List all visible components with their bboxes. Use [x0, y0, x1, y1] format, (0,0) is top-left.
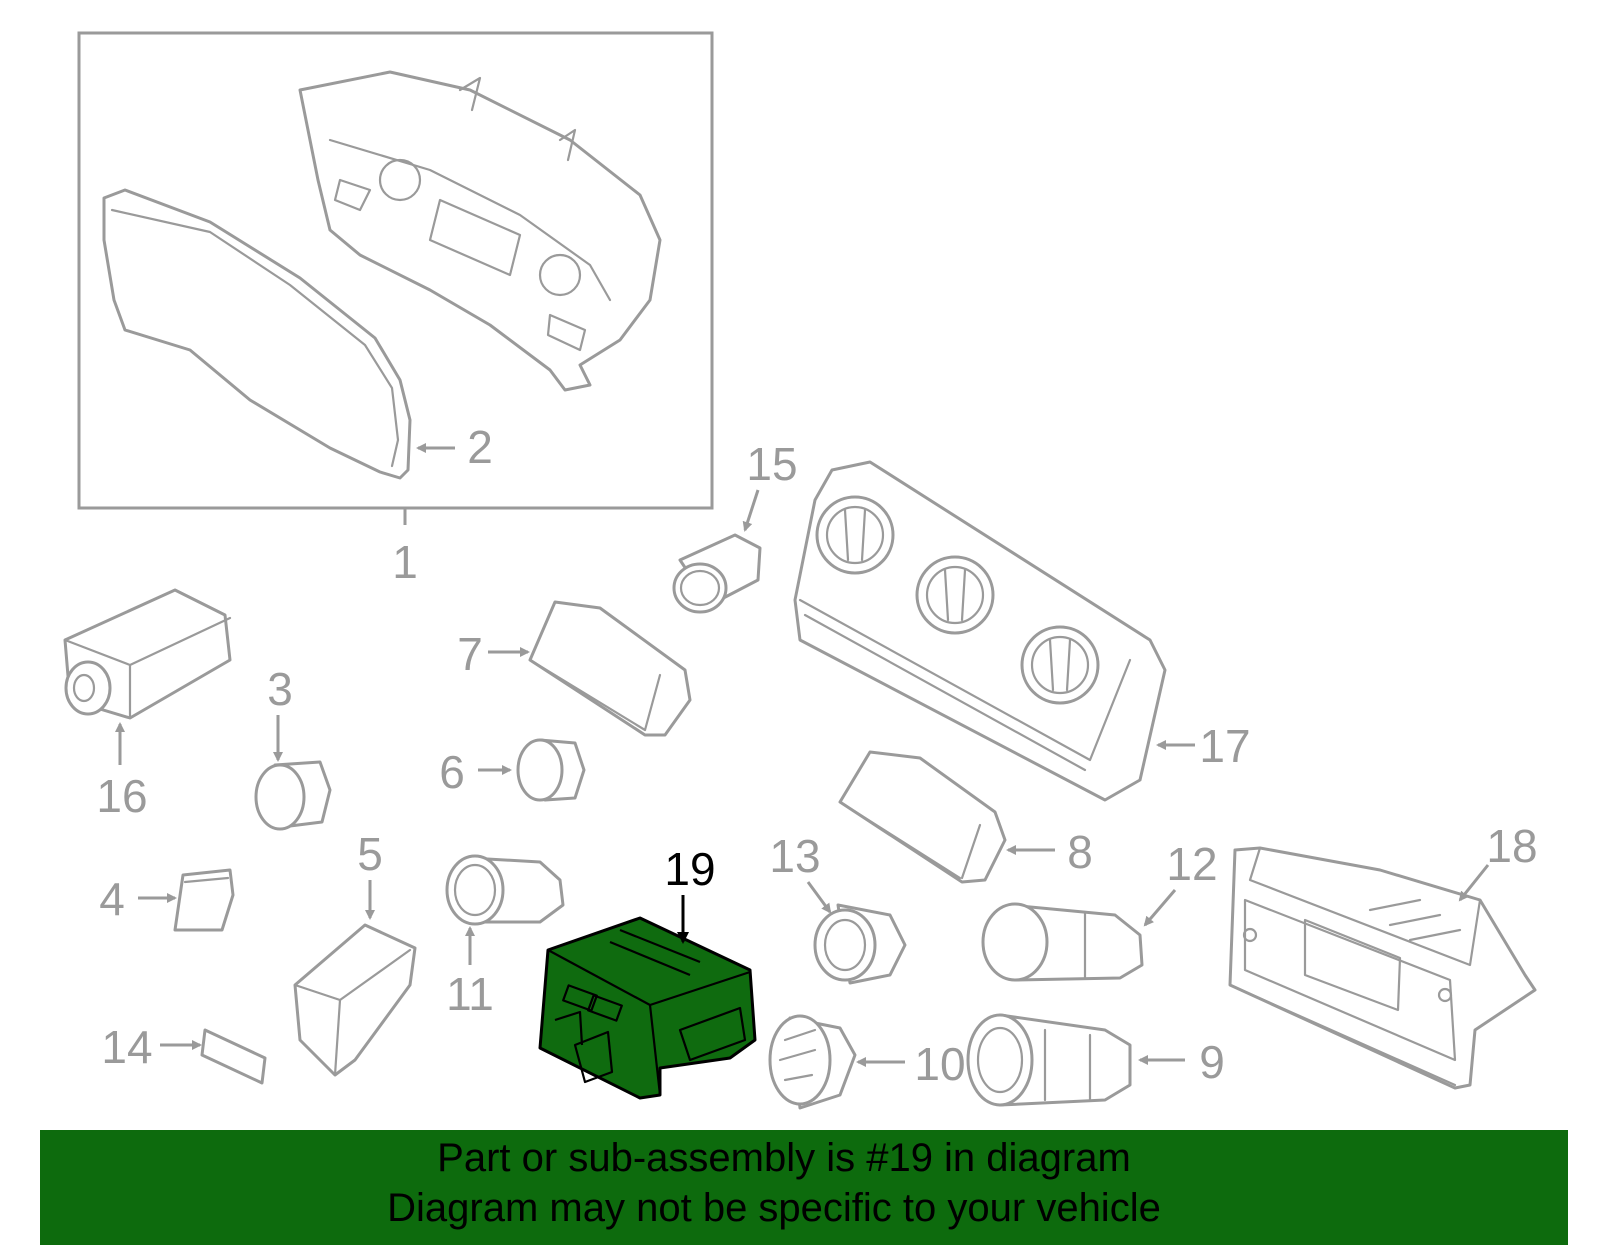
- part-16-switch[interactable]: [63, 588, 232, 720]
- assembly-box-1: [77, 31, 714, 510]
- leader-12: [1143, 889, 1177, 927]
- part-9-switch[interactable]: [966, 1013, 1132, 1107]
- callout-15: 15: [746, 438, 797, 490]
- callout-1: 1: [392, 536, 418, 588]
- callout-5: 5: [357, 828, 383, 880]
- part-17-climate-control-panel[interactable]: [793, 460, 1167, 802]
- part-8-switch[interactable]: [838, 750, 1007, 884]
- callout-3: 3: [267, 663, 293, 715]
- banner-line-1: Part or sub-assembly is #19 in diagram: [437, 1136, 1131, 1180]
- part-7-switch[interactable]: [528, 600, 692, 737]
- callout-12: 12: [1166, 838, 1217, 890]
- part-4-button[interactable]: [173, 868, 235, 932]
- part-1-instrument-cluster[interactable]: [298, 70, 662, 392]
- banner-line-2: Diagram may not be specific to your vehi…: [387, 1186, 1161, 1230]
- part-19-switch-highlighted[interactable]: [538, 916, 757, 1100]
- part-10-knob[interactable]: [768, 1014, 857, 1110]
- callout-19: 19: [664, 843, 715, 895]
- leader-13: [806, 881, 832, 914]
- callout-14: 14: [101, 1021, 152, 1073]
- part-3-knob[interactable]: [254, 760, 332, 831]
- callout-16: 16: [96, 770, 147, 822]
- part-12-knob[interactable]: [981, 902, 1144, 982]
- part-5-bracket[interactable]: [293, 923, 417, 1077]
- leader-15: [742, 489, 760, 532]
- callout-13: 13: [769, 830, 820, 882]
- part-13-bezel[interactable]: [813, 903, 907, 985]
- part-14-label[interactable]: [200, 1028, 267, 1085]
- callout-7: 7: [457, 628, 483, 680]
- callout-4: 4: [99, 873, 125, 925]
- callout-11: 11: [446, 968, 494, 1020]
- callout-10: 10: [914, 1038, 965, 1090]
- callout-6: 6: [439, 746, 465, 798]
- part-11-knob[interactable]: [445, 854, 565, 926]
- callout-18: 18: [1486, 820, 1537, 872]
- leader-18: [1458, 864, 1490, 902]
- part-15-knob[interactable]: [672, 533, 762, 614]
- part-2-lens[interactable]: [102, 188, 412, 480]
- part-18-control-module[interactable]: [1228, 846, 1537, 1090]
- callout-2: 2: [467, 421, 493, 473]
- part-6-knob[interactable]: [516, 738, 586, 802]
- callout-8: 8: [1067, 826, 1093, 878]
- callout-9: 9: [1199, 1036, 1225, 1088]
- callout-17: 17: [1199, 720, 1250, 772]
- info-banner: Part or sub-assembly is #19 in diagram D…: [40, 1130, 1568, 1245]
